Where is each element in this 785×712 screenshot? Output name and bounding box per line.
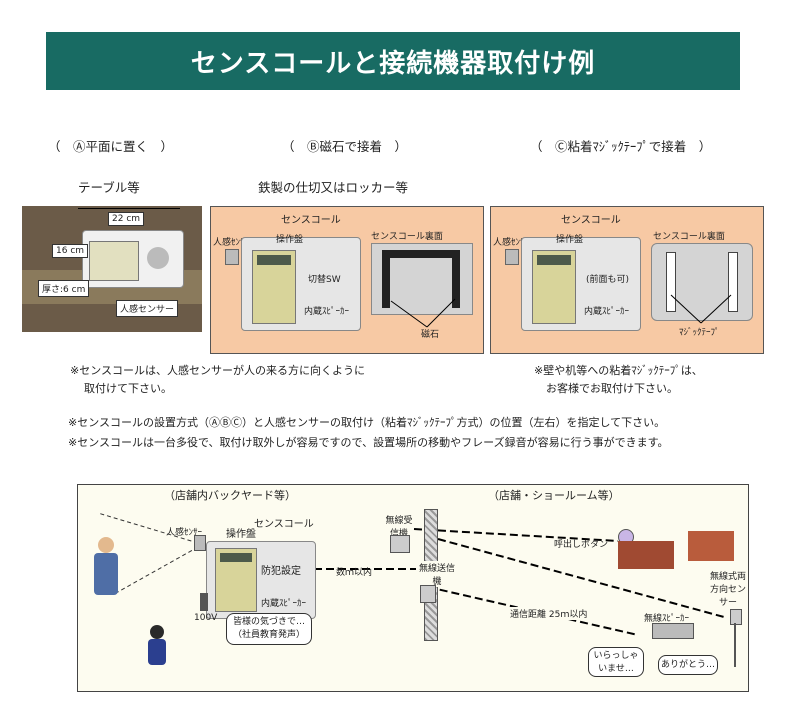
system-diagram: （店舗内バックヤード等） （店舗・ショールーム等） 人感ｾﾝｻｰ 操作盤 センス… xyxy=(77,484,749,692)
note-wide-1: ※センスコールの設置方式（ⒶⒷⒸ）と人感センサーの取付け（粘着ﾏｼﾞｯｸﾃｰﾌﾟ… xyxy=(68,416,666,429)
device-keypad xyxy=(252,250,296,324)
panel-c-sensor-label: 人感ｾﾝｻｰ xyxy=(493,238,530,248)
counter-2 xyxy=(688,531,734,561)
panel-b-keypad-label: 操作盤 xyxy=(276,235,304,245)
panel-b-back-title: センスコール裏面 xyxy=(371,232,443,242)
sensecall-device xyxy=(82,230,184,288)
depth-label: 厚さ:6 cm xyxy=(38,280,90,297)
tape-left xyxy=(666,252,676,312)
wireless-speaker-icon xyxy=(652,623,694,639)
panel-tape: センスコール 人感ｾﾝｻｰ 操作盤 (前面も可) 内蔵ｽﾋﾟｰｶｰ センスコール… xyxy=(490,206,764,354)
panel-c-speaker-label: 内蔵ｽﾋﾟｰｶｰ xyxy=(584,307,630,317)
panel-c-title: センスコール xyxy=(561,215,621,226)
two-way-sensor-icon xyxy=(730,609,742,625)
welcome-line-2: いませ… xyxy=(598,664,634,674)
tape-arrows xyxy=(670,294,732,324)
receiver-label: 無線受信機 xyxy=(385,516,413,539)
diagram-sensor-label: 人感ｾﾝｻｰ xyxy=(166,528,203,538)
magnet-right xyxy=(452,250,460,308)
device-back xyxy=(651,243,753,321)
method-c-heading: （ Ⓒ粘着ﾏｼﾞｯｸﾃｰﾌﾟで接着 ） xyxy=(530,139,712,154)
sensor-icon xyxy=(225,249,239,265)
staff-bubble-line-1: 皆様の気づきで… xyxy=(232,617,305,627)
diagram-keypad-label: 操作盤 xyxy=(226,529,256,540)
sensecall-device: 操作盤 (前面も可) 内蔵ｽﾋﾟｰｶｰ xyxy=(521,235,641,331)
counter-1 xyxy=(618,541,674,569)
device-back xyxy=(371,243,473,315)
device-keypad xyxy=(215,548,257,612)
device-keypad xyxy=(89,241,139,281)
panel-c-tape-label: ﾏｼﾞｯｸﾃｰﾌﾟ xyxy=(679,328,720,338)
note-left-2: 取付けて下さい。 xyxy=(84,382,172,395)
sensor-icon xyxy=(194,535,206,551)
method-b-heading: （ Ⓑ磁石で接着 ） xyxy=(282,139,408,154)
power-label: 100V xyxy=(194,613,218,623)
method-a-heading: （ Ⓐ平面に置く ） xyxy=(48,139,174,154)
magnet-arrows xyxy=(390,298,456,328)
staff-bubble-line-2: （社員教育発声） xyxy=(232,630,305,640)
plug-icon xyxy=(200,593,208,611)
welcome-bubble: いらっしゃ いませ… xyxy=(588,647,644,677)
note-right-2: お客様でお取付け下さい。 xyxy=(546,382,678,395)
diagram-speaker-label: 内蔵ｽﾋﾟｰｶｰ xyxy=(261,599,307,609)
panel-b-title: センスコール xyxy=(281,215,341,226)
staff-icon xyxy=(150,625,164,639)
backyard-label: （店舗内バックヤード等） xyxy=(164,489,296,502)
method-a-sublabel: テーブル等 xyxy=(78,180,140,195)
panel-b-switch-label: 切替SW xyxy=(308,275,341,285)
height-label: 16 cm xyxy=(52,244,89,258)
sensecall-device: 操作盤 切替SW 内蔵ｽﾋﾟｰｶｰ xyxy=(241,235,361,331)
panel-c-back-title: センスコール裏面 xyxy=(653,232,725,242)
sensor-icon xyxy=(505,249,519,265)
sensor-pole xyxy=(734,623,736,667)
diagram-lines xyxy=(97,512,725,636)
lcd-display xyxy=(220,553,252,562)
two-way-sensor-label: 無線式両方向センサー xyxy=(709,572,746,608)
transmitter-label: 無線送信機 xyxy=(416,561,458,587)
note-left-1: ※センスコールは、人感センサーが人の来る方に向くように xyxy=(70,364,365,377)
panel-magnet: センスコール 人感ｾﾝｻｰ 操作盤 切替SW 内蔵ｽﾋﾟｰｶｰ センスコール裏面… xyxy=(210,206,484,354)
staff-bubble: 皆様の気づきで… （社員教育発声） xyxy=(226,613,312,645)
device-keypad xyxy=(532,250,576,324)
person-icon xyxy=(98,537,114,553)
table-photo: 22 cm 16 cm 厚さ:6 cm 人感センサー xyxy=(22,206,202,332)
panel-c-front-label: (前面も可) xyxy=(586,275,630,285)
store-label: （店舗・ショールーム等） xyxy=(488,489,620,502)
note-right-1: ※壁や机等への粘着ﾏｼﾞｯｸﾃｰﾌﾟは、 xyxy=(534,364,703,377)
call-button-label: 呼出しボタン xyxy=(554,540,609,550)
transmitter-icon xyxy=(420,585,436,603)
panel-b-sensor-label: 人感ｾﾝｻｰ xyxy=(213,238,250,248)
device-speaker xyxy=(147,247,169,269)
diagram-crime-label: 防犯設定 xyxy=(261,566,301,577)
distance-near-label: 数ｍ以内 xyxy=(336,568,373,578)
page-title: センスコールと接続機器取付け例 xyxy=(46,32,740,90)
panel-b-speaker-label: 内蔵ｽﾋﾟｰｶｰ xyxy=(304,307,350,317)
note-wide-2: ※センスコールは一台多役で、取付け取外しが容易ですので、設置場所の移動やフレーズ… xyxy=(68,436,669,449)
lcd-display xyxy=(257,255,291,265)
receiver-icon xyxy=(390,535,410,553)
tape-right xyxy=(728,252,738,312)
wireless-speaker-label: 無線ｽﾋﾟｰｶｰ xyxy=(644,614,690,624)
thanks-bubble: ありがとう… xyxy=(658,655,718,675)
panel-b-magnet-label: 磁石 xyxy=(421,330,440,340)
magnet-left xyxy=(382,250,390,308)
sensecall-device: 防犯設定 内蔵ｽﾋﾟｰｶｰ xyxy=(206,541,316,619)
panel-c-keypad-label: 操作盤 xyxy=(556,235,584,245)
method-b-sublabel: 鉄製の仕切又はロッカー等 xyxy=(258,180,409,195)
person-body xyxy=(94,553,118,595)
magnet-top xyxy=(382,250,460,258)
diagram-sensecall-label: センスコール xyxy=(254,519,314,530)
range-label: 通信距離 25ｍ以内 xyxy=(510,607,588,620)
width-label: 22 cm xyxy=(108,212,145,226)
welcome-line-1: いらっしゃ xyxy=(593,651,639,661)
lcd-display xyxy=(537,255,571,265)
staff-body xyxy=(148,639,166,665)
sensor-label: 人感センサー xyxy=(116,300,179,317)
